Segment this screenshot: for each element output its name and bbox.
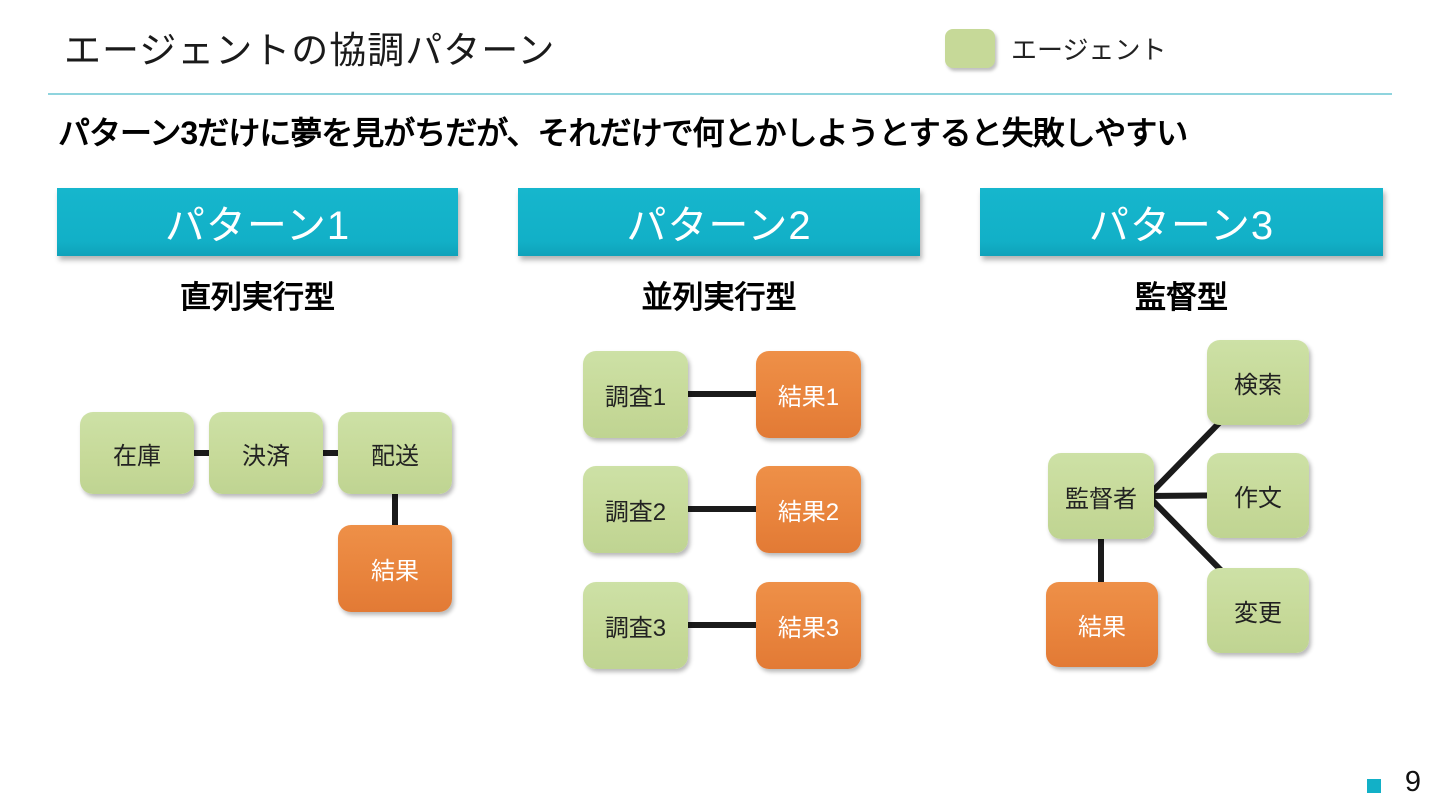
node-result3: 結果3 (756, 582, 861, 669)
node-inventory-agent: 在庫 (80, 412, 194, 494)
agent-legend-swatch (945, 29, 995, 68)
node-writing-agent: 作文 (1207, 453, 1309, 538)
page-number: 9 (1404, 766, 1422, 798)
node-result-p1: 結果 (338, 525, 452, 612)
legend-label: エージェント (1011, 35, 1167, 65)
node-result1: 結果1 (756, 351, 861, 438)
pattern1-header: パターン1 (57, 188, 458, 256)
node-payment-agent: 決済 (209, 412, 323, 494)
footer-accent-square (1367, 779, 1381, 793)
pattern2-header: パターン2 (518, 188, 920, 256)
node-delivery-agent: 配送 (338, 412, 452, 494)
node-result2: 結果2 (756, 466, 861, 553)
node-research1-agent: 調査1 (583, 351, 688, 438)
node-research2-agent: 調査2 (583, 466, 688, 553)
node-research3-agent: 調査3 (583, 582, 688, 669)
slide-title: エージェントの協調パターン (64, 30, 556, 71)
node-result-p3: 結果 (1046, 582, 1158, 667)
legend: エージェント (945, 29, 1166, 68)
node-change-agent: 変更 (1207, 568, 1309, 653)
title-divider (48, 93, 1392, 95)
node-search-agent: 検索 (1207, 340, 1309, 425)
pattern3-header: パターン3 (980, 188, 1383, 256)
pattern2-type-label: 並列実行型 (641, 279, 797, 315)
pattern3-type-label: 監督型 (1135, 279, 1228, 315)
node-supervisor-agent: 監督者 (1048, 453, 1154, 539)
slide-subtitle: パターン3だけに夢を見がちだが、それだけで何とかしようとすると失敗しやすい (58, 115, 1188, 151)
pattern1-type-label: 直列実行型 (180, 279, 335, 315)
